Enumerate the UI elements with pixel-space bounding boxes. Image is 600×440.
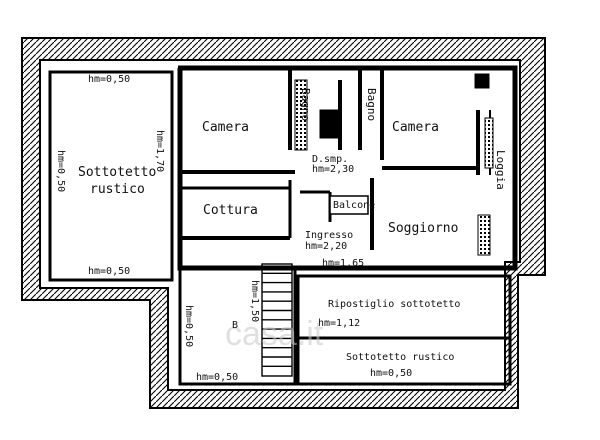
height-near-stairs: hm=1,65: [322, 258, 364, 269]
roof-outline: [21, 37, 546, 409]
room-bagno-left: Bagno: [299, 88, 312, 121]
height-stair-left-vertical: hm=0,50: [183, 305, 194, 347]
room-sottotetto-left: Sottotetto: [78, 165, 156, 180]
height-disimpegno: hm=2,30: [312, 164, 354, 175]
room-bagno-right: Bagno: [365, 88, 378, 121]
room-camera-left: Camera: [202, 120, 249, 135]
height-bottom-left: hm=0,50: [196, 372, 238, 383]
room-sottotetto-left-2: rustico: [90, 182, 145, 197]
watermark: casa.it: [225, 315, 324, 353]
room-ripostiglio: Ripostiglio sottotetto: [328, 299, 460, 310]
room-cottura: Cottura: [203, 203, 258, 218]
room-sottotetto-bottom: Sottotetto rustico: [346, 352, 454, 363]
stair-label: B: [232, 320, 238, 331]
room-camera-right: Camera: [392, 120, 439, 135]
room-balcone: Balcone: [333, 200, 375, 211]
height-bottom-right: hm=0,50: [370, 368, 412, 379]
room-disimpegno: D.smp.: [312, 154, 348, 165]
height-left-bottom: hm=0,50: [88, 266, 130, 277]
height-ripostiglio: hm=1,12: [318, 318, 360, 329]
room-loggia: Loggia: [494, 150, 507, 190]
hatched-details: [294, 73, 494, 256]
height-left-top: hm=0,50: [88, 74, 130, 85]
height-ingresso: hm=2,20: [305, 241, 347, 252]
height-stair-vertical: hm=1,50: [249, 280, 260, 322]
staircase: [261, 263, 293, 377]
room-ingresso: Ingresso: [305, 230, 353, 241]
room-soggiorno: Soggiorno: [388, 221, 458, 236]
height-left-side: hm=0,50: [55, 150, 66, 192]
height-inner-vertical: hm=1,70: [154, 130, 165, 172]
